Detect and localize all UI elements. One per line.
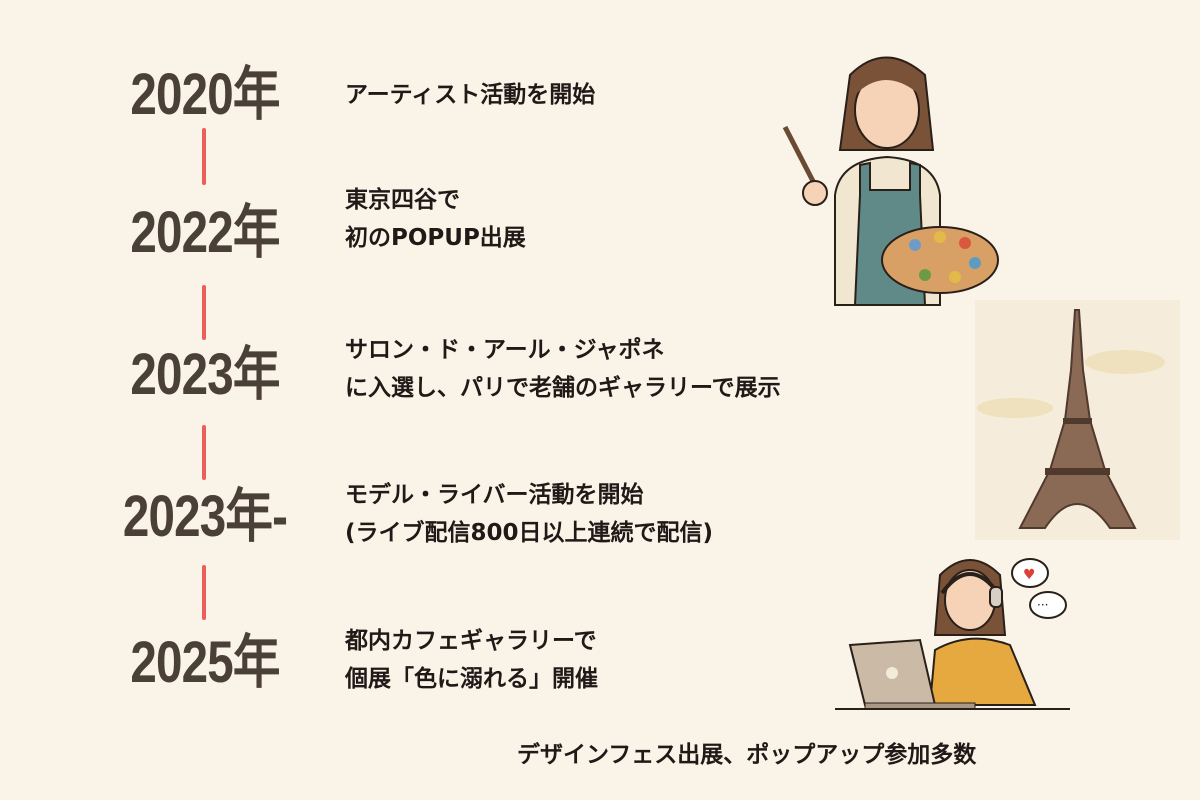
svg-text:···: ···: [1037, 598, 1048, 612]
event-line: に入選し、パリで老舗のギャラリーで展示: [345, 375, 781, 401]
year-2023: 2023年: [130, 342, 280, 407]
event-2022: 東京四谷で 初のPOPUP出展: [345, 181, 526, 257]
timeline-connector: [202, 565, 206, 620]
event-line: アーティスト活動を開始: [345, 82, 596, 108]
event-2025: 都内カフェギャラリーで 個展「色に溺れる」開催: [345, 622, 598, 698]
event-line: 東京四谷で: [345, 187, 460, 213]
event-line: (ライブ配信800日以上連続で配信): [345, 520, 714, 546]
event-line: サロン・ド・アール・ジャポネ: [345, 337, 665, 363]
year-2020: 2020年: [130, 62, 280, 127]
event-line: 初のPOPUP出展: [345, 225, 526, 251]
event-2020: アーティスト活動を開始: [345, 76, 595, 114]
year-2025: 2025年: [130, 630, 280, 695]
timeline-connector: [202, 425, 206, 480]
year-2022: 2022年: [130, 200, 280, 265]
svg-text:♥: ♥: [1023, 567, 1036, 583]
painter-illustration: [782, 56, 999, 306]
footer-note: デザインフェス出展、ポップアップ参加多数: [517, 742, 977, 768]
timeline-connector: [202, 285, 206, 340]
timeline-connector: [202, 128, 206, 185]
event-line: 個展「色に溺れる」開催: [345, 666, 598, 692]
year-2023-onward: 2023年-: [122, 484, 288, 549]
eiffel-tower-illustration: [975, 300, 1180, 540]
streamer-illustration: ♥ ···: [835, 558, 1070, 710]
event-2023: サロン・ド・アール・ジャポネ に入選し、パリで老舗のギャラリーで展示: [345, 331, 781, 407]
event-2023-onward: モデル・ライバー活動を開始 (ライブ配信800日以上連続で配信): [345, 476, 713, 552]
event-line: モデル・ライバー活動を開始: [345, 482, 644, 508]
event-line: 都内カフェギャラリーで: [345, 628, 597, 654]
